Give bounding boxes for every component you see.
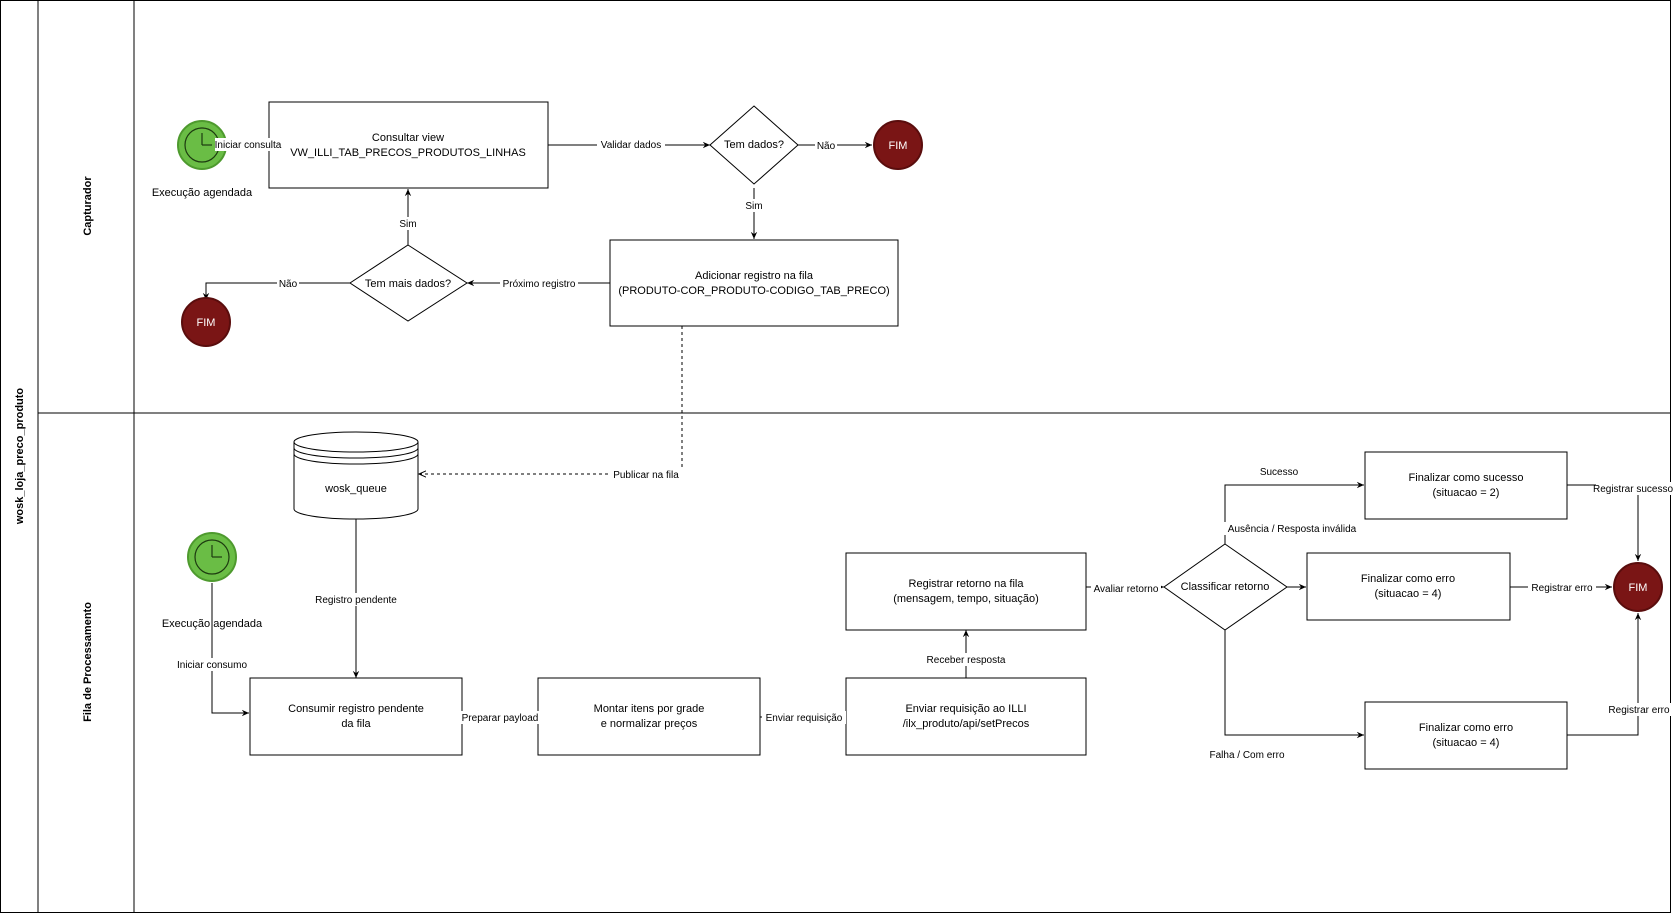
task-finalizar-erro-2[interactable]: Finalizar como erro (situacao = 4) <box>1364 701 1568 770</box>
label-falha: Falha / Com erro <box>1209 750 1284 761</box>
start-event-1[interactable] <box>177 120 227 170</box>
label-iniciar-consumo: Iniciar consumo <box>177 660 247 671</box>
task-erro2-line2: (situacao = 4) <box>1433 737 1500 749</box>
task-erro1-line2: (situacao = 4) <box>1375 588 1442 600</box>
task-consumir-line2: da fila <box>341 718 371 730</box>
label-nao-2: Não <box>279 279 298 290</box>
task-adicionar-line2: (PRODUTO-COR_PRODUTO-CODIGO_TAB_PRECO) <box>618 285 889 297</box>
gateway-tem-dados-label: Tem dados? <box>724 139 784 151</box>
task-montar-line2: e normalizar preços <box>601 718 698 730</box>
task-sucesso-line2: (situacao = 2) <box>1433 487 1500 499</box>
end-event-1[interactable]: FIM <box>873 120 923 170</box>
edge-registrar-erro-2 <box>1567 613 1642 736</box>
edge-publicar <box>419 326 683 474</box>
task-adicionar-line1: Adicionar registro na fila <box>695 270 814 282</box>
task-consumir-line1: Consumir registro pendente <box>288 703 424 715</box>
label-preparar-payload: Preparar payload <box>462 713 539 724</box>
pool-title: wosk_loja_preco_produto <box>14 388 26 526</box>
end-event-2[interactable]: FIM <box>181 297 231 347</box>
end-event-3[interactable]: FIM <box>1613 562 1663 612</box>
task-consultar-view-line1: Consultar view <box>372 132 444 144</box>
lane-title-fila: Fila de Processamento <box>82 602 94 722</box>
task-finalizar-sucesso[interactable]: Finalizar como sucesso (situacao = 2) <box>1364 451 1568 520</box>
label-ausencia: Ausência / Resposta inválida <box>1228 524 1357 535</box>
label-enviar-requisicao: Enviar requisição <box>766 713 843 724</box>
task-enviar-line2: /ilx_produto/api/setPrecos <box>903 718 1030 730</box>
end-event-3-label: FIM <box>1629 582 1648 594</box>
task-erro2-line1: Finalizar como erro <box>1419 722 1513 734</box>
clock-icon <box>194 539 230 575</box>
label-sim-2: Sim <box>399 219 416 230</box>
gateway-classificar-retorno[interactable]: Classificar retorno <box>1163 543 1288 631</box>
label-nao-1: Não <box>817 141 836 152</box>
data-store-wosk-queue[interactable]: wosk_queue <box>293 431 419 520</box>
label-iniciar-consulta: Iniciar consulta <box>215 140 282 151</box>
label-proximo-registro: Próximo registro <box>503 279 576 290</box>
label-avaliar-retorno: Avaliar retorno <box>1094 584 1159 595</box>
task-enviar-requisicao[interactable]: Enviar requisição ao ILLI /ilx_produto/a… <box>845 677 1087 756</box>
label-receber-resposta: Receber resposta <box>927 655 1006 666</box>
task-sucesso-line1: Finalizar como sucesso <box>1409 472 1524 484</box>
start-event-1-label: Execução agendada <box>152 187 253 199</box>
label-validar-dados: Validar dados <box>601 140 661 151</box>
gateway-tem-mais-label: Tem mais dados? <box>365 278 451 290</box>
label-registro-pendente: Registro pendente <box>315 595 397 606</box>
task-consumir-registro[interactable]: Consumir registro pendente da fila <box>249 677 463 756</box>
label-sucesso: Sucesso <box>1260 467 1299 478</box>
lane-title-capturador: Capturador <box>82 176 94 236</box>
task-montar-line1: Montar itens por grade <box>594 703 705 715</box>
task-consultar-view[interactable]: Consultar view VW_ILLI_TAB_PRECOS_PRODUT… <box>268 101 549 189</box>
gateway-tem-dados[interactable]: Tem dados? <box>709 105 799 185</box>
task-consultar-view-line2: VW_ILLI_TAB_PRECOS_PRODUTOS_LINHAS <box>290 147 526 159</box>
task-finalizar-erro-1[interactable]: Finalizar como erro (situacao = 4) <box>1306 552 1511 621</box>
edge-labels: Iniciar consulta Validar dados Não Sim P… <box>172 138 1678 761</box>
task-adicionar-registro[interactable]: Adicionar registro na fila (PRODUTO-COR_… <box>609 239 899 327</box>
start-event-2-label: Execução agendada <box>162 618 263 630</box>
edge-nao-2 <box>202 282 350 300</box>
gateway-classificar-label: Classificar retorno <box>1181 581 1270 593</box>
task-montar-itens[interactable]: Montar itens por grade e normalizar preç… <box>537 677 761 756</box>
end-event-2-label: FIM <box>197 317 216 329</box>
task-registrar-retorno-line1: Registrar retorno na fila <box>909 578 1025 590</box>
task-registrar-retorno-line2: (mensagem, tempo, situação) <box>893 593 1039 605</box>
task-enviar-line1: Enviar requisição ao ILLI <box>905 703 1026 715</box>
gateway-tem-mais-dados[interactable]: Tem mais dados? <box>349 244 468 322</box>
start-event-2[interactable] <box>187 532 237 582</box>
label-registrar-erro-1: Registrar erro <box>1531 583 1593 594</box>
task-registrar-retorno[interactable]: Registrar retorno na fila (mensagem, tem… <box>845 552 1087 631</box>
label-publicar: Publicar na fila <box>613 470 679 481</box>
end-event-1-label: FIM <box>889 140 908 152</box>
data-store-label: wosk_queue <box>324 483 387 495</box>
label-registrar-sucesso: Registrar sucesso <box>1593 484 1673 495</box>
edge-iniciar-consumo <box>211 583 249 717</box>
label-registrar-erro-2: Registrar erro <box>1608 705 1670 716</box>
edge-falha <box>1224 630 1364 739</box>
label-sim-1: Sim <box>745 201 762 212</box>
task-erro1-line1: Finalizar como erro <box>1361 573 1455 585</box>
